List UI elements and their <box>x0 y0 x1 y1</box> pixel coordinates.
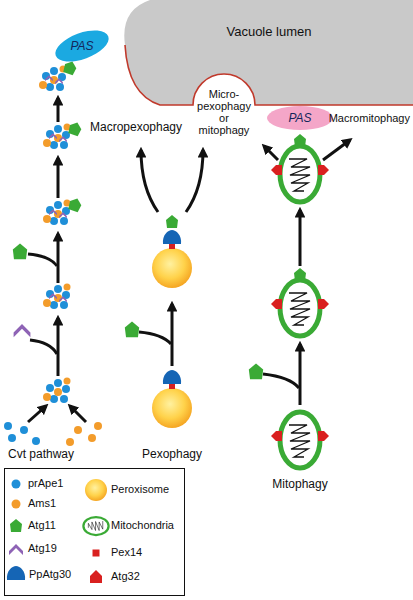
legend-label: Peroxisome <box>111 483 169 496</box>
legend-label: Mitochondria <box>111 519 174 532</box>
vacuole-region: Vacuole lumen <box>125 0 413 108</box>
legend-frame <box>5 469 185 596</box>
vacuole-shape <box>125 0 413 108</box>
pexophagy-pathway <box>125 150 203 428</box>
cvt-pathway <box>4 59 102 446</box>
legend-swatch <box>5 473 27 495</box>
vacuole-membrane <box>125 45 413 105</box>
pas-ellipse: PAS <box>267 106 333 130</box>
pathway-name: Pexophagy <box>142 448 202 462</box>
legend-label: Pex14 <box>111 546 142 559</box>
pathway-name: Mitophagy <box>272 478 327 492</box>
legend-swatch <box>5 564 27 586</box>
legend-swatch <box>5 538 27 560</box>
node-label: PAS <box>70 39 93 53</box>
swatch-shape <box>93 550 100 557</box>
pas-ellipse: PAS <box>54 33 110 59</box>
legend-label: Ams1 <box>28 497 56 510</box>
swatch-shape <box>9 544 23 555</box>
swatch-shape <box>12 500 21 509</box>
legend-label: Atg32 <box>111 570 140 583</box>
legend-label: PpAtg30 <box>29 568 71 581</box>
legend-swatch <box>85 566 107 588</box>
mitophagy-pathway <box>249 134 350 468</box>
pathway-name: Cvt pathway <box>8 448 74 462</box>
swatch-shape <box>90 570 102 583</box>
legend-swatch <box>5 515 27 537</box>
node-label: Vacuole lumen <box>125 24 413 39</box>
node-label: PAS <box>288 111 311 125</box>
legend-swatch <box>5 493 27 515</box>
legend-label: prApe1 <box>28 477 63 490</box>
swatch-shape <box>10 519 22 532</box>
pathway-outcome: Micro- pexophagy or mitophagy <box>194 88 254 136</box>
ellipse-fill <box>267 106 333 130</box>
pathway-outcome: Macromitophagy <box>329 112 410 125</box>
pathway-outcome: Macropexophagy <box>90 121 182 135</box>
legend-label: Atg19 <box>28 542 57 555</box>
vacuole-fill <box>124 0 413 105</box>
ellipse-fill <box>51 24 113 68</box>
legend-label: Atg11 <box>28 519 56 532</box>
legend-swatch <box>85 542 107 564</box>
swatch-shape <box>7 566 25 580</box>
swatch-shape <box>12 480 21 489</box>
